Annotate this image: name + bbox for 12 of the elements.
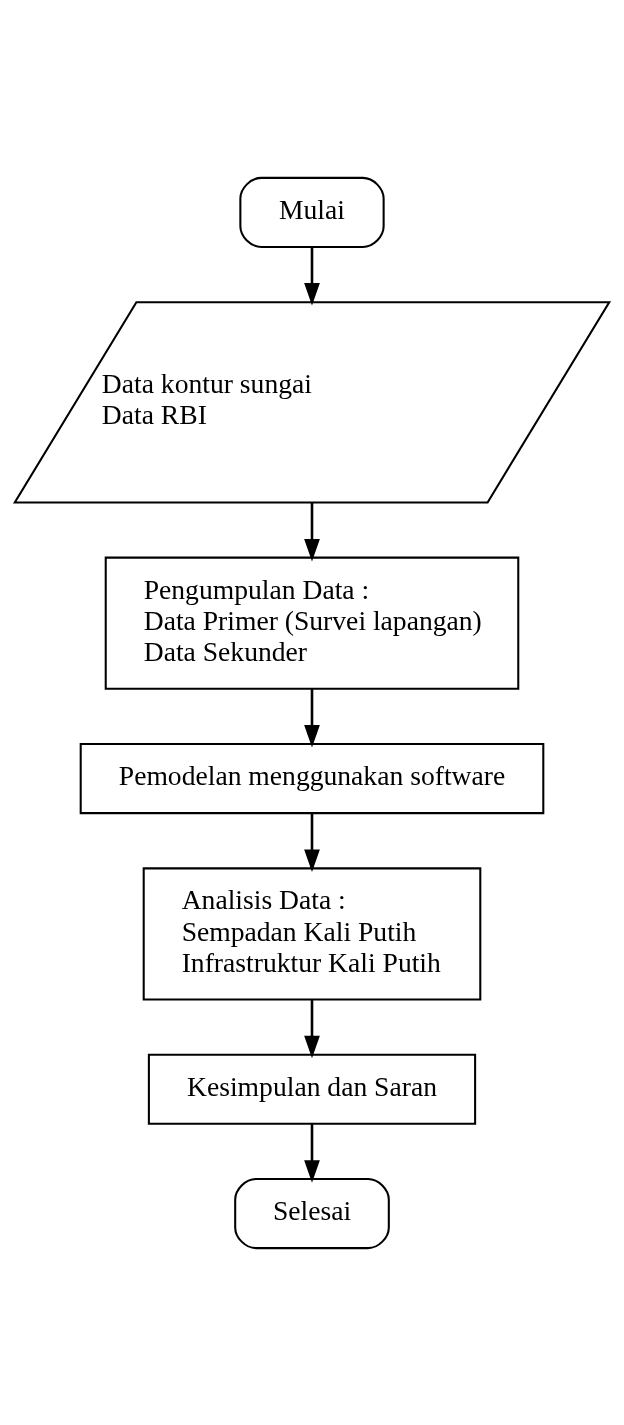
arrow: [304, 246, 320, 305]
node-box: Pemodelan menggunakan software: [79, 742, 545, 814]
node-box: Analisis Data : Sempadan Kali Putih Infrastruktur Kali Putih: [142, 866, 482, 1001]
node-box: Pengumpulan Data : Data Primer (Survei lapangan) Data Sekunder: [104, 556, 520, 690]
arrow: [304, 999, 320, 1058]
node-box: Kesimpulan dan Saran: [147, 1053, 477, 1125]
arrow: [304, 1123, 320, 1183]
arrow: [304, 688, 320, 748]
node-box: Selesai: [234, 1177, 390, 1249]
arrow: [304, 502, 320, 561]
node-box: Mulai: [239, 176, 385, 248]
arrow: [304, 812, 320, 872]
